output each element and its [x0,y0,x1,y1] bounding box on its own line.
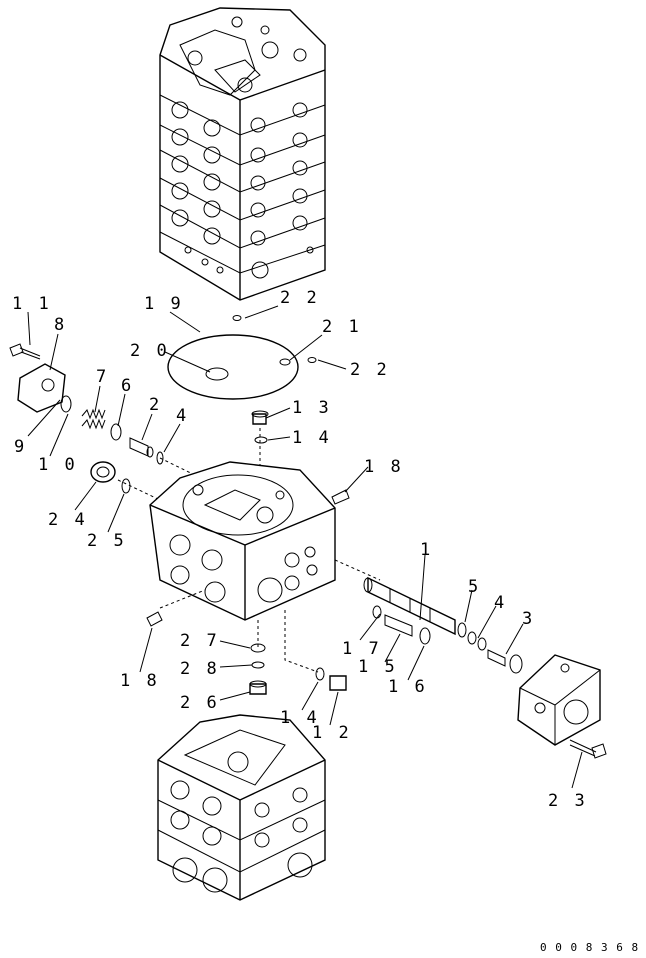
callout-14: 1 4 [280,708,320,728]
callout-18: 1 8 [364,457,404,477]
spool-assembly [363,576,607,759]
callout-10: 1 0 [38,455,78,475]
callout-27: 2 7 [180,631,220,651]
callout-22: 2 2 [350,360,390,380]
callout-24: 2 4 [48,510,88,530]
callout-13: 1 3 [292,398,332,418]
leader-lines [27,305,583,789]
callout-22: 2 2 [280,288,320,308]
callout-4: 4 [494,593,507,613]
callout-28: 2 8 [180,659,220,679]
callout-18: 1 8 [120,671,160,691]
callout-14: 1 4 [292,428,332,448]
left-side-parts [9,343,206,501]
callout-11: 1 1 [12,294,52,314]
callout-7: 7 [96,367,109,387]
gasket-plate [167,315,317,400]
callout-12: 1 2 [312,723,352,743]
callout-19: 1 9 [144,294,184,314]
callout-23: 2 3 [548,791,588,811]
upper-valve-stack [159,7,326,301]
callout-5: 5 [468,577,481,597]
callout-3: 3 [522,609,535,629]
callout-25: 2 5 [87,531,127,551]
callout-20: 2 0 [130,341,170,361]
callout-17: 1 7 [342,639,382,659]
callout-6: 6 [121,376,134,396]
callout-16: 1 6 [388,677,428,697]
callout-8: 8 [54,315,67,335]
callout-26: 2 6 [180,693,220,713]
lower-valve-stack [157,714,326,901]
callout-4: 4 [176,406,189,426]
callout-labels: 1 1 8 1 9 2 2 2 1 2 0 2 2 7 6 2 4 1 3 1 … [12,288,646,954]
drawing-code: 0 0 0 8 3 6 8 3 [540,941,646,954]
callout-2: 2 [149,395,162,415]
main-section-valve [149,461,381,673]
callout-15: 1 5 [358,657,398,677]
callout-9: 9 [14,437,27,457]
callout-1: 1 [420,540,433,560]
callout-21: 2 1 [322,317,362,337]
lower-small-parts [146,611,347,695]
